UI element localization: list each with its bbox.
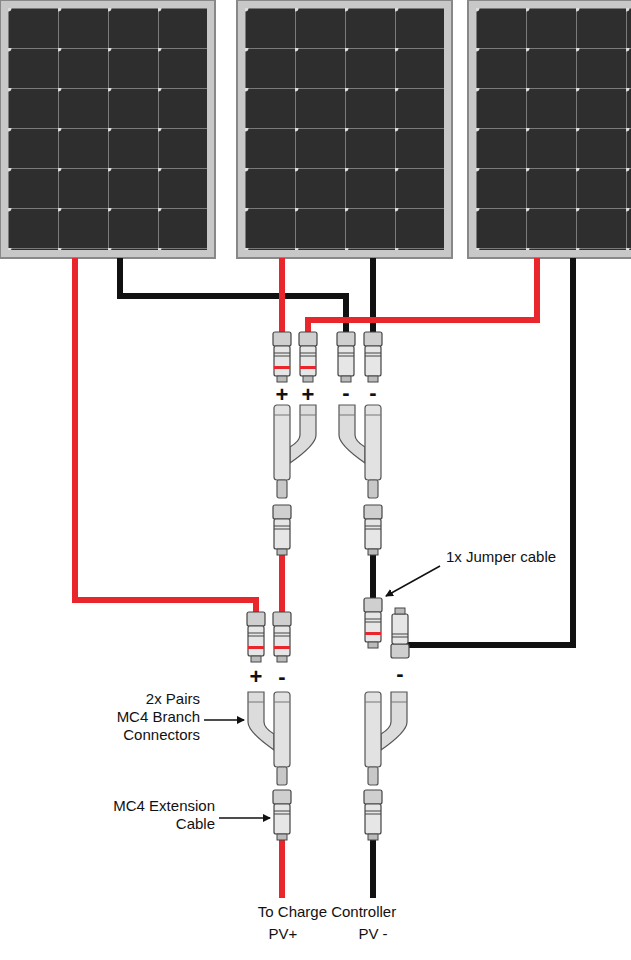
leader-lines bbox=[204, 566, 440, 818]
callout-label: 2x Pairs MC4 Branch Connectors bbox=[112, 690, 200, 744]
callout-label: To Charge Controller bbox=[258, 903, 396, 921]
callout-label: MC4 Extension Cable bbox=[103, 797, 215, 833]
branch-connectors bbox=[274, 405, 381, 498]
solar-panel bbox=[468, 0, 631, 258]
polarity-mark: - bbox=[369, 382, 376, 404]
solar-panel bbox=[237, 0, 452, 258]
branch-connectors bbox=[248, 692, 407, 785]
mc4-connectors bbox=[247, 505, 409, 662]
polarity-mark: - bbox=[396, 663, 403, 685]
polarity-mark: - bbox=[342, 382, 349, 404]
polarity-mark: - bbox=[278, 666, 285, 688]
callout-label: PV+ bbox=[269, 925, 298, 943]
solar-panel bbox=[0, 0, 215, 258]
polarity-mark: + bbox=[302, 384, 315, 406]
extension-connectors bbox=[273, 790, 382, 840]
mc4-connectors bbox=[273, 332, 382, 382]
polarity-mark: + bbox=[276, 384, 289, 406]
callout-label: PV - bbox=[358, 925, 387, 943]
panel-wires bbox=[75, 258, 573, 898]
polarity-mark: + bbox=[250, 666, 263, 688]
callout-label: 1x Jumper cable bbox=[446, 548, 616, 566]
